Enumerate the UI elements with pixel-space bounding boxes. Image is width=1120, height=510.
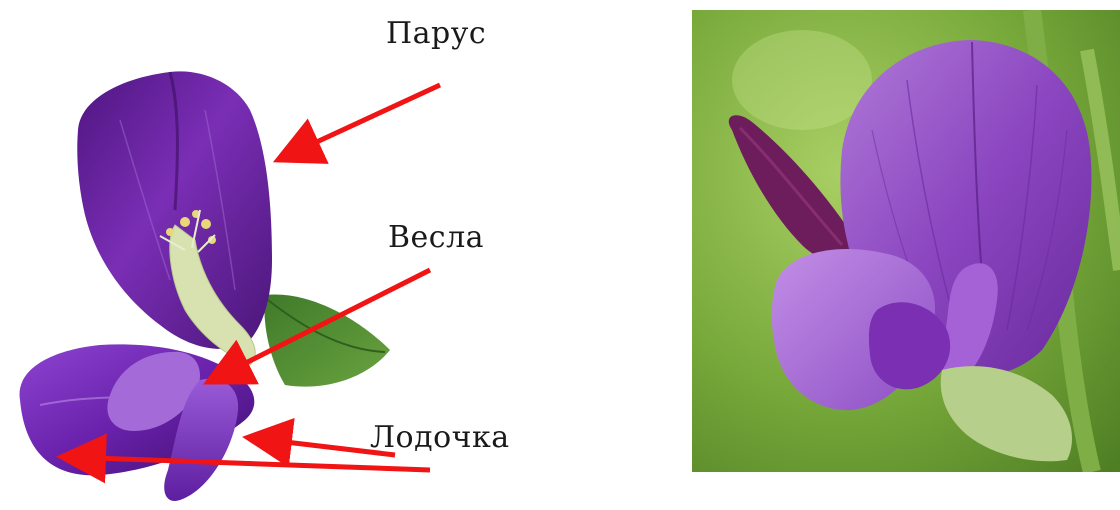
label-keel: Лодочка [370,420,510,455]
arrow-oars [212,270,430,380]
arrow-sail [282,85,440,158]
label-sail: Парус [386,16,486,51]
label-oars: Весла [388,220,484,255]
arrow-keel-2 [66,457,430,470]
